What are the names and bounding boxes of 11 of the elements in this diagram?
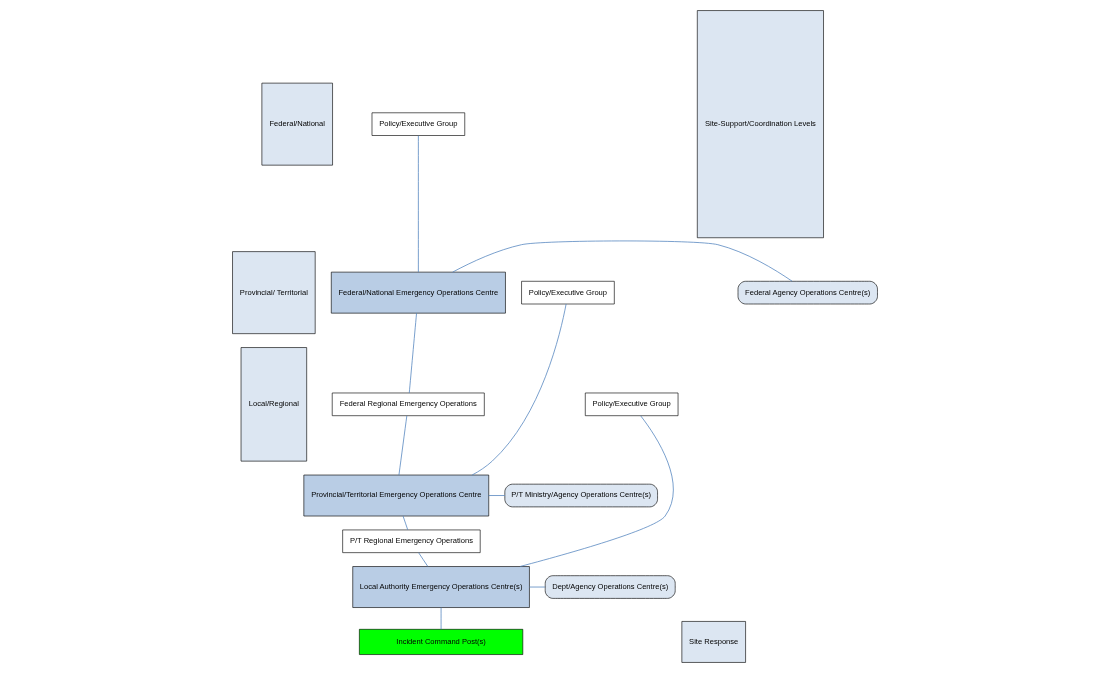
connector — [417, 552, 428, 567]
connector — [519, 415, 674, 567]
connector — [417, 135, 419, 273]
connector — [471, 303, 566, 476]
connector — [451, 240, 793, 282]
connector — [487, 495, 505, 496]
connector — [440, 607, 441, 630]
connector — [402, 515, 408, 531]
connector — [528, 586, 545, 588]
connector — [398, 415, 407, 476]
connector — [408, 312, 417, 394]
